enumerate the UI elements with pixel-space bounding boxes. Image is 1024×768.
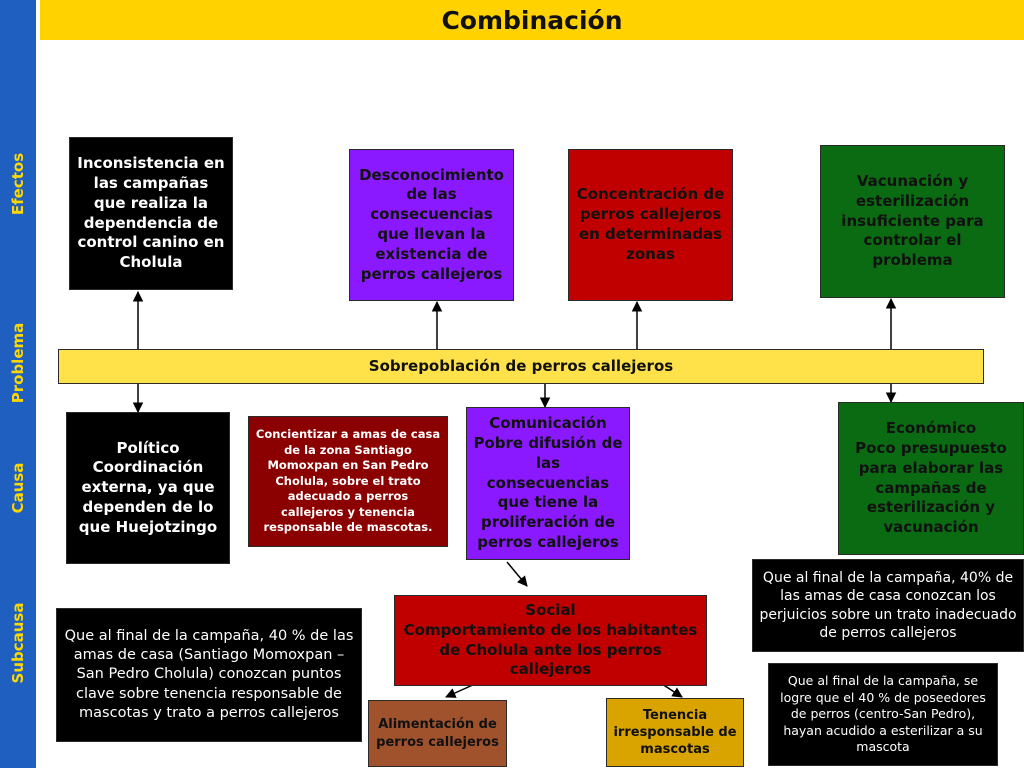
- sidebar: [0, 0, 36, 768]
- page-title: Combinación: [40, 0, 1024, 40]
- effect-box-concentracion: Concentración de perros callejeros en de…: [568, 149, 733, 301]
- subcause-box-social: Social Comportamiento de los habitantes …: [394, 595, 707, 686]
- effect-box-inconsistencia: Inconsistencia en las campañas que reali…: [69, 137, 233, 290]
- problem-bar: Sobrepoblación de perros callejeros: [58, 349, 984, 384]
- effect-box-desconocimiento: Desconocimiento de las consecuencias que…: [349, 149, 514, 301]
- goal-box-right-bottom: Que al final de la campaña, se logre que…: [768, 663, 998, 766]
- subcause-box-alimentacion: Alimentación de perros callejeros: [368, 700, 507, 767]
- effect-box-vacunacion: Vacunación y esterilización insuficiente…: [820, 145, 1005, 298]
- goal-box-left: Que al final de la campaña, 40 % de las …: [56, 608, 362, 742]
- cause-box-concientizar: Concientizar a amas de casa de la zona S…: [248, 416, 448, 547]
- cause-box-economico: Económico Poco presupuesto para elaborar…: [838, 402, 1024, 555]
- cause-box-politico: Político Coordinación externa, ya que de…: [66, 412, 230, 564]
- cause-box-comunicacion: Comunicación Pobre difusión de las conse…: [466, 407, 630, 560]
- goal-box-right-top: Que al final de la campaña, 40% de las a…: [752, 559, 1024, 652]
- subcause-box-tenencia: Tenencia irresponsable de mascotas: [606, 698, 744, 767]
